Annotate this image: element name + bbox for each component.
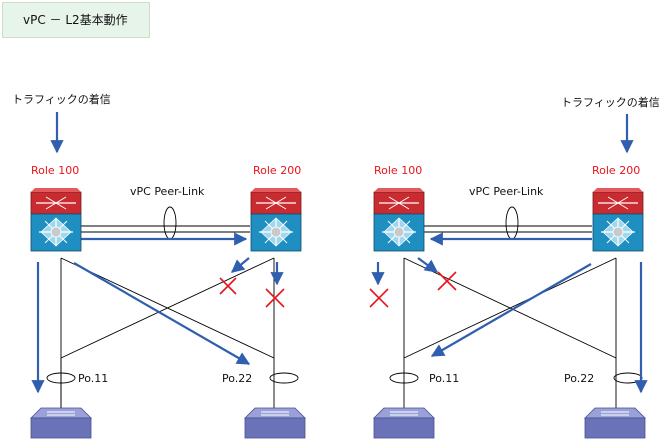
right-diagram: トラフィックの着信 Role 100 Role 200 vPC Peer-Lin…	[369, 95, 660, 439]
page-title: vPC － L2基本動作	[2, 2, 150, 38]
access-switch-left-b	[244, 407, 306, 439]
role-label-left-switch-b: Role 200	[253, 164, 301, 177]
core-switch-right-a	[373, 187, 425, 252]
core-switch-right-b	[592, 187, 644, 252]
core-switch-left-a	[30, 187, 82, 252]
arrow-cross-right	[430, 263, 592, 357]
incoming-traffic-label-left: トラフィックの着信	[12, 92, 111, 106]
access-switch-right-a	[373, 407, 435, 439]
blocked-x-right	[369, 271, 457, 308]
po11-label-right: Po.11	[429, 372, 459, 385]
peer-link-label-right: vPC Peer-Link	[469, 185, 544, 198]
access-switch-right-b	[584, 407, 646, 439]
role-label-right-switch-a: Role 100	[374, 164, 422, 177]
arrow-cross-left	[73, 262, 251, 365]
po22-label-left: Po.22	[222, 372, 252, 385]
po11-label-left: Po.11	[78, 372, 108, 385]
blocked-x-left	[219, 277, 285, 308]
arrow-blocked-b-right	[417, 257, 439, 273]
left-diagram: トラフィックの着信 Role 100 Role 200 vPC Peer-Lin…	[12, 92, 306, 439]
role-label-right-switch-b: Role 200	[592, 164, 640, 177]
incoming-traffic-label-right: トラフィックの着信	[561, 95, 660, 109]
po22-label-right: Po.22	[564, 372, 594, 385]
core-switch-left-b	[250, 187, 302, 252]
role-label-left-switch-a: Role 100	[31, 164, 79, 177]
access-switch-left-a	[30, 407, 92, 439]
arrow-blocked-a-left	[230, 257, 250, 273]
peer-link-label-left: vPC Peer-Link	[130, 185, 205, 198]
